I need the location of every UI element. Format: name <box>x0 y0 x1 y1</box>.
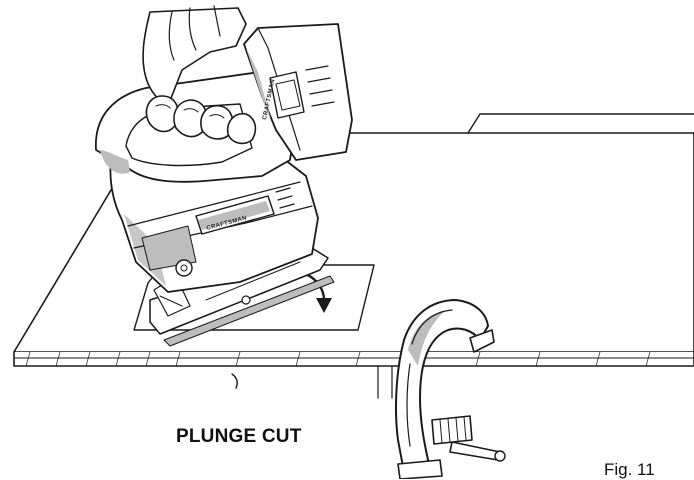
c-clamp-illustration <box>395 299 506 479</box>
figure-label: Fig. 11 <box>604 460 655 479</box>
caption-plunge-cut: PLUNGE CUT <box>176 426 302 447</box>
jigsaw-illustration: CRAFTSMAN CRAFTSMAN <box>95 5 353 347</box>
